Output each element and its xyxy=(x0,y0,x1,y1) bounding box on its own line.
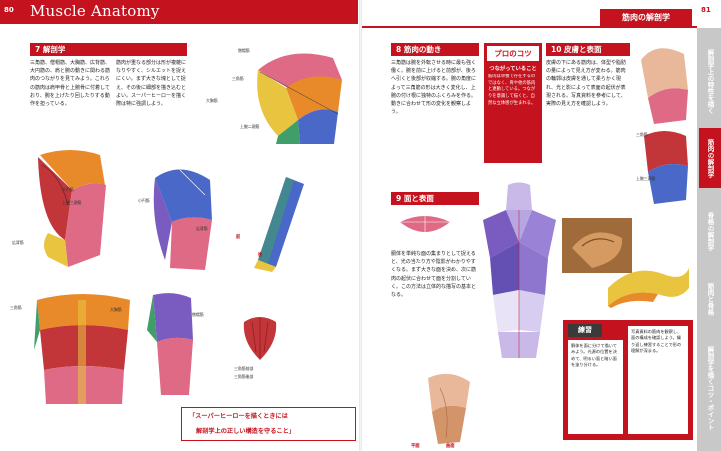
arm-rotation-illustration xyxy=(254,177,304,272)
pro-tip-text: 筋肉は単独で存在するのではなく、骨や他の筋肉と連動している。つながりを意識して描… xyxy=(488,74,536,106)
torso-front-illustration xyxy=(34,294,130,404)
pro-tip-title: プロのコツ xyxy=(487,46,539,61)
deltoid-detail-illustration xyxy=(243,317,277,360)
label-latissimus-mid: 広背筋 xyxy=(196,226,208,231)
side-tab-5[interactable]: 解剖学を描くコツ・ポイント xyxy=(706,345,714,431)
label-pectoralis-top: 大胸筋 xyxy=(206,98,218,103)
section8-text: 三角筋は腕を外転させる時に最も強く働く。腕を前に上げると前部が、後ろへ引くと後部… xyxy=(391,60,477,116)
right-page-number: 81 xyxy=(701,6,711,14)
label-biceps-top: 上腕二頭筋 xyxy=(240,124,260,129)
label-pectoralis-bottom: 大胸筋 xyxy=(110,307,122,312)
section7-text-col2: 筋肉が重なる部分は形が複雑になりやすく、シルエットを捉えにくい。まず大きな塊とし… xyxy=(116,60,187,108)
reference-photo xyxy=(562,218,632,273)
label-triceps: 上腕三頭筋 xyxy=(62,200,82,205)
section10-text: 皮膚の下にある筋肉は、体型や脂肪の量によって見え方が変わる。筋肉の輪郭は皮膚を通… xyxy=(546,60,627,108)
side-tab-1[interactable]: 解剖学上の特性を描く xyxy=(706,48,714,114)
side-tab-3[interactable]: 骨格の解剖学 xyxy=(706,211,714,251)
quote-line-1: 「スーパーヒーローを描くときには xyxy=(189,413,288,420)
label-trapezius-top: 僧帽筋 xyxy=(238,48,250,53)
section10-heading: 10 皮膚と表面 xyxy=(546,43,630,56)
back-muscles-illustration xyxy=(38,150,106,267)
surface-ribbon-illustration xyxy=(608,268,689,308)
quote-line-2: 解剖学上の正しい構造を守ること」 xyxy=(196,428,295,435)
quote-callout xyxy=(181,407,356,441)
label-deltoid-right: 三角筋 xyxy=(636,132,648,137)
label-trapezius-bottom: 僧帽筋 xyxy=(192,312,204,317)
plane-diagram-illustration xyxy=(400,212,450,238)
front-shoulder-illustration xyxy=(153,169,212,270)
label-curve: 曲面 xyxy=(446,444,455,449)
torso-side-illustration xyxy=(147,293,193,395)
label-deltoid-back: 三角筋後部 xyxy=(234,374,254,379)
arm-surface-illustration xyxy=(428,373,470,444)
side-tab-2[interactable]: 筋肉の解剖学 xyxy=(699,128,721,188)
page-gutter xyxy=(359,0,362,451)
label-plane: 平面 xyxy=(411,444,420,449)
section9-heading: 9 面と表面 xyxy=(391,192,479,205)
label-back: 後 xyxy=(258,253,263,258)
section9-text: 胴体を単純な面の集まりとして捉えると、光の当たり方や陰影がわかりやすくなる。まず… xyxy=(391,251,477,299)
exercise-card-1: 胴体を面に分けて描いてみよう。光源の位置を決めて、明るい面と暗い面を塗り分ける。 xyxy=(568,340,623,434)
shoulder-illustration-top xyxy=(257,53,342,144)
section8-heading: 8 筋肉の動き xyxy=(391,43,479,56)
label-deltoid-bottom: 三角筋 xyxy=(10,305,22,310)
section7-heading: 7 解剖学 xyxy=(30,43,187,56)
pro-tip-subtitle: つながっていること xyxy=(489,66,537,72)
label-deltoid-front: 三角筋前部 xyxy=(234,366,254,371)
skin-surface-illustrations xyxy=(641,48,688,204)
exercise-title: 練習 xyxy=(568,324,602,337)
pro-tip-box xyxy=(484,43,542,163)
left-page-header xyxy=(0,0,358,24)
label-front: 前 xyxy=(236,235,241,240)
label-deltoid-top: 三角筋 xyxy=(232,76,244,81)
label-latissimus: 広背筋 xyxy=(12,240,24,245)
section7-text-col1: 三角筋、僧帽筋、大胸筋、広背筋、大円筋の、肩と腕の動きに関わる筋肉のつながりを見… xyxy=(30,60,110,108)
series-title: Muscle Anatomy xyxy=(30,2,160,20)
faceted-torso-illustration xyxy=(483,182,556,358)
side-tab-strip xyxy=(697,28,721,451)
left-page-number: 80 xyxy=(4,6,14,14)
chapter-tag: 筋肉の解剖学 xyxy=(600,9,692,27)
exercise-card-2: 写真資料の筋肉を観察し、面の構成を確認しよう。繰り返し練習することで形の理解が深… xyxy=(628,326,688,434)
label-teres-minor: 小円筋 xyxy=(138,198,150,203)
label-teres-major: 大円筋 xyxy=(62,187,74,192)
side-tab-4[interactable]: 筋肉と骨格 xyxy=(706,282,714,316)
label-triceps-right: 上腕三頭筋 xyxy=(636,176,656,181)
